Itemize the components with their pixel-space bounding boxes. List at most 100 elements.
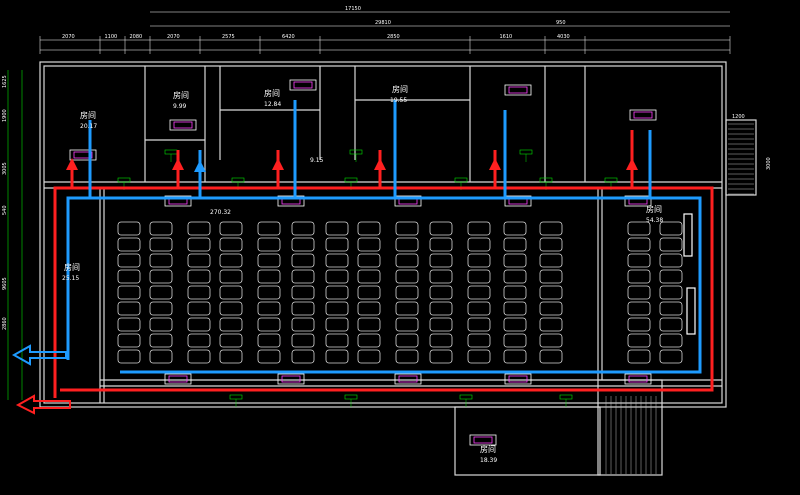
seat — [257, 349, 281, 364]
dim-segment-label: 2070 — [62, 34, 75, 40]
seat — [219, 317, 243, 332]
seat — [659, 285, 683, 300]
room-area-r1: 20.17 — [80, 123, 97, 130]
seat — [467, 237, 491, 252]
duct-tag — [559, 394, 573, 400]
hvac-unit-core — [281, 375, 301, 383]
seat — [291, 269, 315, 284]
seat — [357, 301, 381, 316]
hvac-unit-core — [168, 375, 188, 383]
seat — [659, 333, 683, 348]
seat — [395, 317, 419, 332]
seat — [219, 333, 243, 348]
dim-left-label: 9605 — [2, 277, 8, 290]
seat — [627, 269, 651, 284]
seat — [149, 285, 173, 300]
seat — [117, 317, 141, 332]
room-area-r7: 18.39 — [480, 457, 497, 464]
seat — [117, 333, 141, 348]
hvac-unit-core — [508, 86, 528, 94]
seat — [395, 269, 419, 284]
seat — [503, 253, 527, 268]
seat — [117, 285, 141, 300]
seat — [395, 221, 419, 236]
arrow-down-4 — [272, 158, 284, 170]
hvac-unit — [169, 119, 197, 131]
seat — [539, 237, 563, 252]
seat — [149, 349, 173, 364]
dim-segment-label: 6420 — [282, 34, 295, 40]
seat — [429, 301, 453, 316]
hvac-unit-core — [473, 436, 493, 444]
seat — [467, 333, 491, 348]
building-walls — [39, 61, 757, 476]
seat — [659, 317, 683, 332]
hvac-unit-core — [633, 111, 653, 119]
seating-rows — [117, 221, 683, 364]
seat — [257, 333, 281, 348]
seat — [219, 301, 243, 316]
seat — [325, 285, 349, 300]
seat — [219, 269, 243, 284]
room-label-r4: 房间 — [392, 84, 408, 94]
seat — [291, 221, 315, 236]
hvac-unit — [164, 373, 192, 385]
seat — [503, 221, 527, 236]
dim-segment-label: 2080 — [130, 34, 143, 40]
seat — [467, 269, 491, 284]
seat — [539, 285, 563, 300]
seat — [467, 253, 491, 268]
hvac-unit — [504, 84, 532, 96]
arrow-down-3 — [194, 160, 206, 172]
return-duct — [66, 100, 702, 374]
seat — [357, 349, 381, 364]
dim-segment-label: 2070 — [167, 34, 180, 40]
seat — [627, 253, 651, 268]
seat — [395, 253, 419, 268]
hvac-unit — [394, 373, 422, 385]
seat — [467, 349, 491, 364]
arrow-down-2 — [172, 158, 184, 170]
seat — [467, 317, 491, 332]
hvac-unit-core — [293, 81, 313, 89]
dim-right-2: 3000 — [766, 157, 772, 170]
hvac-unit — [624, 373, 652, 385]
seat — [149, 253, 173, 268]
seat — [291, 317, 315, 332]
seat — [257, 237, 281, 252]
seat — [187, 285, 211, 300]
seat — [429, 349, 453, 364]
seat — [325, 221, 349, 236]
dim-second: 29810 — [375, 20, 391, 26]
seat — [325, 253, 349, 268]
seat — [325, 349, 349, 364]
hvac-unit-core — [398, 375, 418, 383]
top-dimension-lines — [40, 11, 730, 51]
room-area-r6: 25.15 — [62, 275, 79, 282]
seat — [357, 285, 381, 300]
hvac-unit — [289, 79, 317, 91]
room-label-r1: 房间 — [80, 110, 96, 120]
seat — [659, 221, 683, 236]
hvac-unit — [624, 195, 652, 207]
seat — [149, 221, 173, 236]
arrow-left-return — [11, 344, 67, 366]
duct-tag — [164, 149, 178, 155]
seat — [149, 333, 173, 348]
seat — [627, 349, 651, 364]
room-label-r6: 房间 — [64, 262, 80, 272]
seat — [429, 317, 453, 332]
seat — [539, 269, 563, 284]
room-label-r2: 房间 — [173, 90, 189, 100]
seat — [429, 333, 453, 348]
duct-tag — [519, 149, 533, 155]
seat — [257, 301, 281, 316]
supply-duct — [53, 130, 714, 398]
room-area-r5: 54.38 — [646, 217, 663, 224]
seat — [257, 269, 281, 284]
seat — [325, 301, 349, 316]
seat — [325, 237, 349, 252]
seat — [219, 253, 243, 268]
